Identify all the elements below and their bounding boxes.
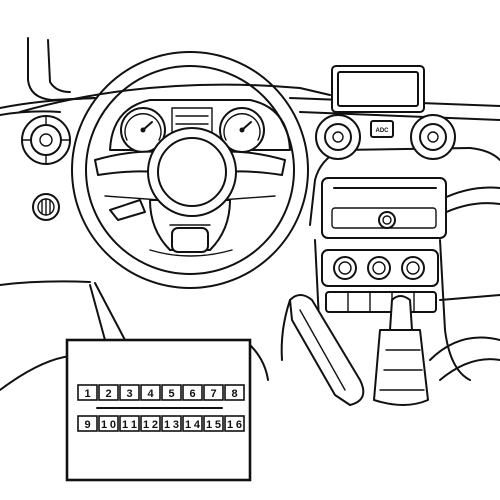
climate-knob-left: [333, 256, 357, 280]
switch-row: [325, 291, 437, 313]
light-switch-knob: [32, 193, 60, 221]
radio-unit: [321, 177, 447, 239]
connector-pin-number: 6: [189, 388, 195, 400]
connector-pin: 1: [77, 384, 98, 401]
connector-pin-box: [224, 384, 245, 401]
connector-pin-box: [77, 384, 98, 401]
speedometer-gauge: [124, 113, 162, 141]
connector-pin: 13: [161, 415, 182, 432]
connector-pin-box: [140, 415, 161, 432]
lower-dash: [0, 299, 291, 391]
adc-label: ADC: [376, 128, 390, 134]
connector-pin: 11: [119, 415, 140, 432]
connector-pin-box: [203, 415, 224, 432]
seat-edge: [289, 294, 500, 406]
connector-pin: 9: [77, 415, 98, 432]
connector-pin-box: [161, 384, 182, 401]
connector-pin-number: 7: [210, 388, 216, 400]
connector-pin-box: [98, 384, 119, 401]
connector-pin-row-top: 1 2 3 4 5 6 7 8: [77, 384, 245, 401]
hazard-button: ADC: [370, 120, 394, 138]
center-display: [331, 65, 425, 113]
location-pointer: [89, 282, 126, 341]
connector-pin-number: 8: [231, 388, 237, 400]
connector-pin-box: [182, 384, 203, 401]
connector-pin-number: 3: [126, 388, 132, 400]
connector-pin: 5: [161, 384, 182, 401]
steering-wheel: [71, 51, 309, 289]
connector-pin: 12: [140, 415, 161, 432]
connector-pin-number: 5: [168, 388, 174, 400]
connector-pin: 2: [98, 384, 119, 401]
connector-pin: 7: [203, 384, 224, 401]
connector-pin: 3: [119, 384, 140, 401]
climate-panel: [321, 249, 439, 287]
connector-pin-number: 9: [84, 419, 90, 431]
connector-pin-number: 2: [105, 388, 111, 400]
connector-pin-box: [119, 415, 140, 432]
connector-pin-number: 4: [147, 388, 154, 400]
connector-pin: 10: [98, 415, 119, 432]
tachometer-gauge: [223, 113, 261, 141]
connector-pin-box: [119, 384, 140, 401]
connector-pin-number: 1: [84, 388, 90, 400]
connector-pin-box: [182, 415, 203, 432]
gear-shifter: [373, 295, 429, 406]
connector-pin: 14: [182, 415, 203, 432]
connector-pin: 4: [140, 384, 161, 401]
connector-pin: 15: [203, 415, 224, 432]
connector-pin-box: [77, 415, 98, 432]
connector-pin: 8: [224, 384, 245, 401]
connector-pin-box: [203, 384, 224, 401]
center-right-air-vent: [410, 114, 456, 160]
connector-pin: 6: [182, 384, 203, 401]
connector-pin-box: [224, 415, 245, 432]
connector-pin-box: [98, 415, 119, 432]
connector-pin: 16: [224, 415, 245, 432]
connector-pin-box: [140, 384, 161, 401]
instrument-cluster: [109, 99, 291, 153]
center-left-air-vent: [315, 114, 361, 160]
connector-pin-number: 14: [185, 419, 201, 431]
climate-knob-center: [367, 256, 391, 280]
left-air-vent: [21, 115, 71, 165]
connector-pin-box: [161, 415, 182, 432]
climate-knob-right: [401, 256, 425, 280]
